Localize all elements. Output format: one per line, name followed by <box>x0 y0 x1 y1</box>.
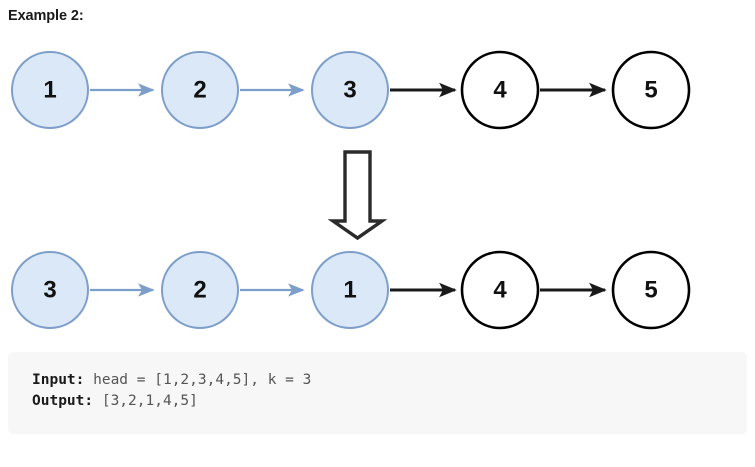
node-after-2: 2 <box>161 251 239 329</box>
node-label: 5 <box>644 277 657 304</box>
row-before-nodes: 1 2 3 4 5 <box>11 50 691 130</box>
node-label: 1 <box>343 277 356 304</box>
node-circle <box>460 50 540 130</box>
node-circle <box>161 251 239 329</box>
node-before-3: 3 <box>311 51 389 129</box>
down-block-arrow-icon <box>327 150 388 241</box>
node-circle <box>611 50 691 130</box>
row-after-nodes: 3 2 1 4 5 <box>11 250 691 330</box>
node-before-5: 5 <box>611 50 691 130</box>
node-circle <box>11 51 89 129</box>
code-line-output: Output: [3,2,1,4,5] <box>32 391 747 412</box>
example-io-code-block: Input: head = [1,2,3,4,5], k = 3 Output:… <box>8 352 747 434</box>
output-value: [3,2,1,4,5] <box>93 393 198 409</box>
output-label: Output: <box>32 393 94 409</box>
node-label: 5 <box>644 77 657 104</box>
node-label: 1 <box>43 77 56 104</box>
node-label: 4 <box>493 277 507 304</box>
node-before-4: 4 <box>460 50 540 130</box>
node-circle <box>311 51 389 129</box>
down-block-arrow-shape <box>327 150 388 241</box>
node-after-5: 5 <box>611 250 691 330</box>
node-after-1: 3 <box>11 251 89 329</box>
code-line-input: Input: head = [1,2,3,4,5], k = 3 <box>32 370 747 391</box>
node-circle <box>311 251 389 329</box>
node-after-3: 1 <box>311 251 389 329</box>
input-value: head = [1,2,3,4,5], k = 3 <box>84 372 312 388</box>
node-circle <box>11 251 89 329</box>
node-label: 4 <box>493 77 507 104</box>
node-after-4: 4 <box>460 250 540 330</box>
page-title: Example 2: <box>8 8 84 24</box>
node-label: 2 <box>193 77 206 104</box>
node-before-2: 2 <box>161 51 239 129</box>
node-circle <box>611 250 691 330</box>
node-before-1: 1 <box>11 51 89 129</box>
diagram-svg: 1 2 3 4 5 <box>11 50 691 330</box>
node-circle <box>161 51 239 129</box>
node-label: 3 <box>43 277 56 304</box>
node-circle <box>460 250 540 330</box>
node-label: 3 <box>343 77 356 104</box>
linked-list-diagram: 1 2 3 4 5 <box>0 28 755 346</box>
input-label: Input: <box>32 372 85 388</box>
node-label: 2 <box>193 277 206 304</box>
